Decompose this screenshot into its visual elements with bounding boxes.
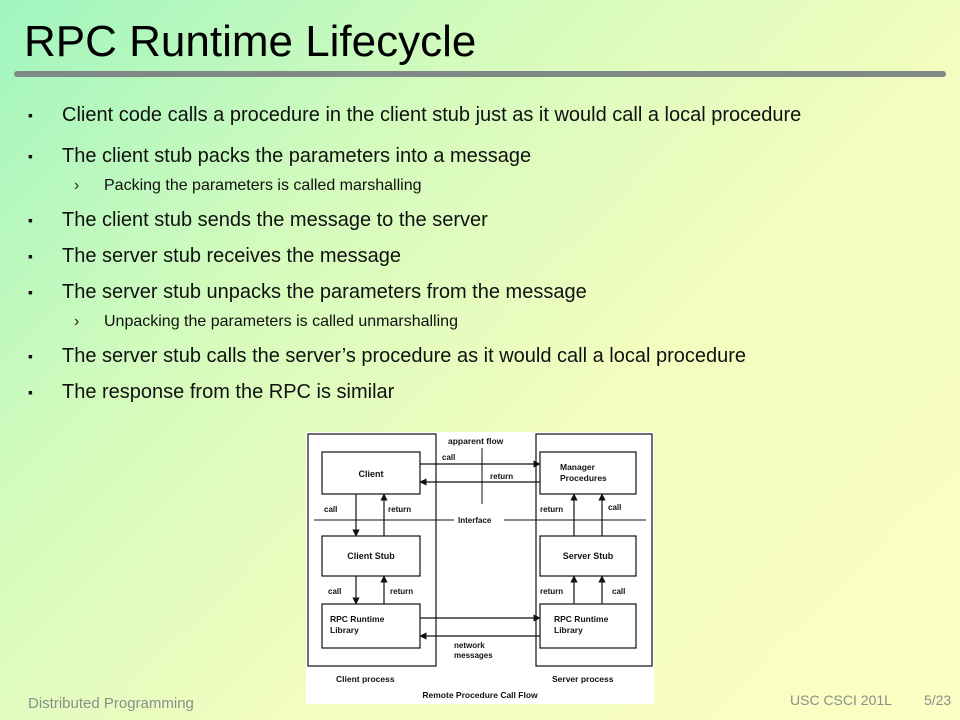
server-stub-label: Server Stub (563, 551, 614, 561)
apparent-call-label: call (442, 453, 455, 462)
bullet-item: The client stub packs the parameters int… (28, 143, 908, 169)
client-runtime-label-2: Library (330, 625, 359, 635)
server-process-frame (535, 433, 653, 667)
server-process-label: Server process (552, 674, 614, 684)
client-box (321, 451, 421, 495)
server-runtime-label-2: Library (554, 625, 583, 635)
bullet-item: The response from the RPC is similar (28, 379, 908, 405)
footer-page-number: 5/23 (923, 692, 952, 708)
server-call-label-2: call (612, 587, 625, 596)
client-runtime-box (321, 603, 421, 649)
bullet-item: The server stub receives the message (28, 243, 908, 269)
apparent-flow-label: apparent flow (448, 436, 504, 446)
client-stub-label: Client Stub (347, 551, 395, 561)
interface-label: Interface (458, 516, 492, 525)
network-label-1: network (454, 641, 485, 650)
client-box-label: Client (358, 469, 383, 479)
bullet-list: Client code calls a procedure in the cli… (28, 102, 908, 405)
footer-course: USC CSCI 201L (790, 692, 892, 708)
bullet-item: The client stub sends the message to the… (28, 207, 908, 233)
bullet-item: The server stub unpacks the parameters f… (28, 279, 908, 305)
bullet-item: The server stub calls the server’s proce… (28, 343, 908, 369)
server-runtime-label-1: RPC Runtime (554, 614, 609, 624)
manager-label-2: Procedures (560, 473, 607, 483)
bullet-item: Client code calls a procedure in the cli… (28, 102, 908, 128)
footer-right: USC CSCI 201L 5/23 (790, 692, 951, 708)
client-stub-box (321, 535, 421, 577)
manager-box (539, 451, 637, 495)
sub-bullet-item: Packing the parameters is called marshal… (28, 175, 908, 197)
server-stub-box (539, 535, 637, 577)
network-label-2: messages (454, 651, 493, 660)
client-process-frame (307, 433, 437, 667)
client-call-label-2: call (328, 587, 341, 596)
rpc-flow-diagram: Client Client Stub RPC Runtime Library M… (306, 432, 654, 704)
server-call-label-1: call (608, 503, 621, 512)
server-runtime-box (539, 603, 637, 649)
title-divider (14, 71, 946, 77)
client-return-label-1: return (388, 505, 411, 514)
client-return-label-2: return (390, 587, 413, 596)
server-return-label-2: return (540, 587, 563, 596)
client-call-label-1: call (324, 505, 337, 514)
client-runtime-label-1: RPC Runtime (330, 614, 385, 624)
server-return-label-1: return (540, 505, 563, 514)
client-process-label: Client process (336, 674, 395, 684)
manager-label-1: Manager (560, 462, 596, 472)
sub-bullet-item: Unpacking the parameters is called unmar… (28, 311, 908, 333)
diagram-caption: Remote Procedure Call Flow (422, 690, 538, 700)
footer-left: Distributed Programming (28, 695, 194, 712)
apparent-return-label: return (490, 472, 513, 481)
slide-title: RPC Runtime Lifecycle (24, 17, 477, 66)
